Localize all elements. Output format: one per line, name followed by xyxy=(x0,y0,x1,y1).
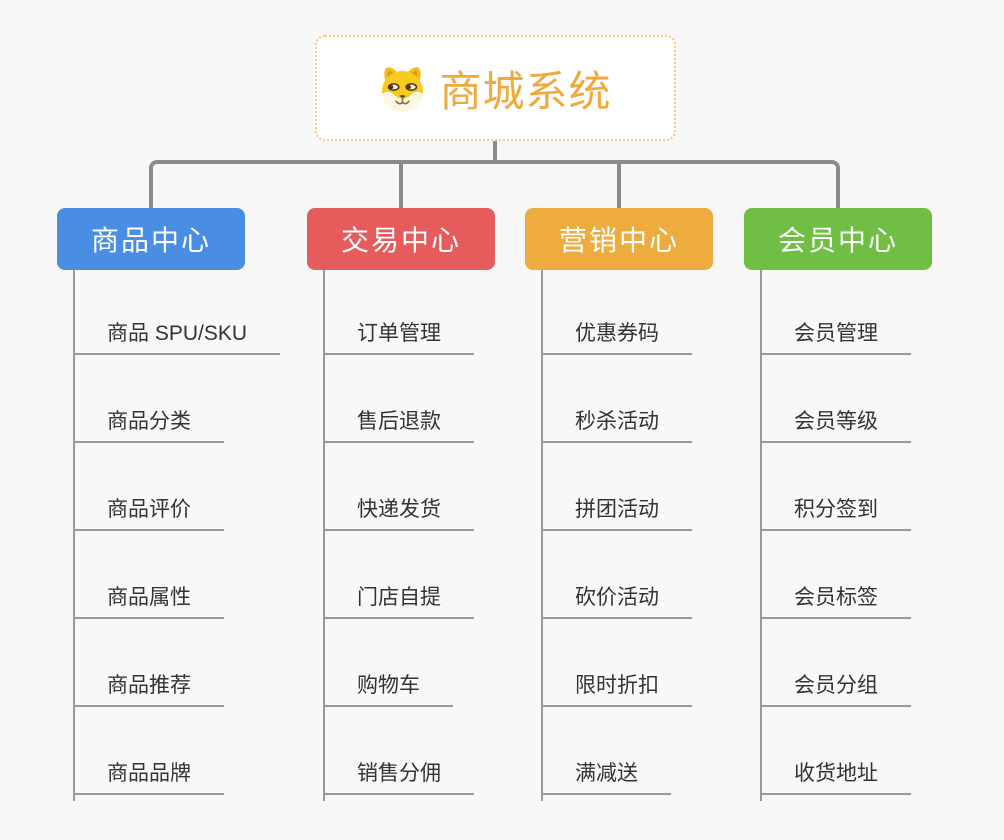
root-title: 商城系统 xyxy=(439,67,612,115)
branch-item[interactable]: 销售分佣 xyxy=(325,759,474,795)
branch-items: 订单管理售后退款快递发货门店自提购物车销售分佣 xyxy=(323,270,495,801)
branch-item[interactable]: 满减送 xyxy=(543,759,671,795)
branch-header-2[interactable]: 交易中心 xyxy=(307,208,495,270)
root-node[interactable]: 商城系统 xyxy=(315,35,676,141)
branch-item[interactable]: 商品品牌 xyxy=(75,759,224,795)
branch-label: 营销中心 xyxy=(558,225,679,256)
branch-items: 商品 SPU/SKU 商品分类商品评价商品属性商品推荐商品品牌 xyxy=(73,270,281,801)
branch-item[interactable]: 秒杀活动 xyxy=(543,407,692,443)
branch-item[interactable]: 会员管理 xyxy=(762,319,911,355)
branch-header-4[interactable]: 会员中心 xyxy=(744,208,932,270)
branch-1: 商品中心 商品 SPU/SKU 商品分类商品评价商品属性商品推荐商品品牌 xyxy=(57,208,281,801)
branch-item[interactable]: 会员分组 xyxy=(762,671,911,707)
branch-4: 会员中心 会员管理会员等级积分签到会员标签会员分组收货地址 xyxy=(744,208,932,801)
branch-item[interactable]: 商品评价 xyxy=(75,495,224,531)
branch-item[interactable]: 砍价活动 xyxy=(543,583,692,619)
branch-item[interactable]: 拼团活动 xyxy=(543,495,692,531)
branch-label: 会员中心 xyxy=(777,225,898,256)
branch-3: 营销中心 优惠券码秒杀活动拼团活动砍价活动限时折扣满减送 xyxy=(525,208,713,801)
branch-item[interactable]: 售后退款 xyxy=(325,407,474,443)
branch-item[interactable]: 限时折扣 xyxy=(543,671,692,707)
branch-item[interactable]: 积分签到 xyxy=(762,495,911,531)
branch-2: 交易中心 订单管理售后退款快递发货门店自提购物车销售分佣 xyxy=(307,208,495,801)
branch-item[interactable]: 会员等级 xyxy=(762,407,911,443)
branch-bus-line xyxy=(149,160,840,208)
branch-header-3[interactable]: 营销中心 xyxy=(525,208,713,270)
branch-item[interactable]: 会员标签 xyxy=(762,583,911,619)
branch-item[interactable]: 商品 SPU/SKU xyxy=(75,319,281,355)
branch-items: 会员管理会员等级积分签到会员标签会员分组收货地址 xyxy=(760,270,932,801)
branch-items: 优惠券码秒杀活动拼团活动砍价活动限时折扣满减送 xyxy=(541,270,713,801)
branch-item[interactable]: 订单管理 xyxy=(325,319,474,355)
branch-item[interactable]: 购物车 xyxy=(325,671,453,707)
root-stem-line xyxy=(493,140,497,161)
shiba-dog-icon xyxy=(379,64,426,113)
branch-drop-line xyxy=(399,163,403,208)
branch-header-1[interactable]: 商品中心 xyxy=(57,208,245,270)
branch-label: 交易中心 xyxy=(340,225,461,256)
branch-item[interactable]: 门店自提 xyxy=(325,583,474,619)
branch-label: 商品中心 xyxy=(90,225,211,256)
branch-item[interactable]: 商品分类 xyxy=(75,407,224,443)
branch-item[interactable]: 快递发货 xyxy=(325,495,474,531)
branch-drop-line xyxy=(617,163,621,208)
branch-item[interactable]: 优惠券码 xyxy=(543,319,692,355)
branch-item[interactable]: 收货地址 xyxy=(762,759,911,795)
branch-item[interactable]: 商品属性 xyxy=(75,583,224,619)
branch-item[interactable]: 商品推荐 xyxy=(75,671,224,707)
